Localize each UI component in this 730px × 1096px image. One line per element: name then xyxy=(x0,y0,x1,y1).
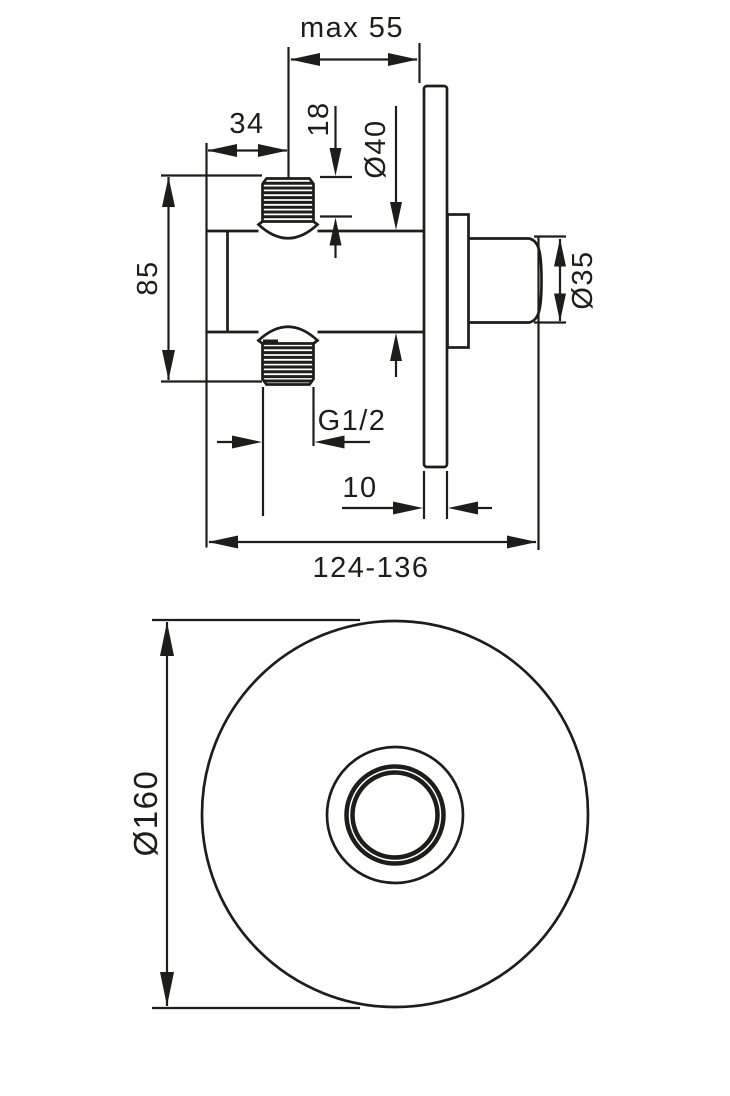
wall-plate xyxy=(422,84,449,469)
arrowhead xyxy=(258,144,288,157)
top-port-thread-ridges xyxy=(263,181,313,219)
escutcheon-flange xyxy=(446,213,470,349)
dim-label: 10 xyxy=(342,472,377,504)
arrowhead xyxy=(390,202,402,230)
top-port-thread-outline xyxy=(261,177,315,223)
dim-dia40: Ø40 xyxy=(360,106,402,377)
dim-label: 85 xyxy=(132,260,164,295)
bottom-port-thread-ridges xyxy=(263,346,313,383)
dim-34: 34 xyxy=(205,108,288,548)
arrowhead xyxy=(507,535,537,549)
arrowhead xyxy=(162,177,175,207)
arrowhead xyxy=(388,53,418,66)
dim-10: 10 xyxy=(342,471,492,519)
arrowhead xyxy=(448,501,478,515)
dim-label: Ø160 xyxy=(127,770,164,857)
arrowhead xyxy=(160,622,174,656)
arrowhead xyxy=(554,238,566,267)
arrowhead xyxy=(208,535,238,549)
face-plate-circle xyxy=(200,619,590,1009)
dim-label: 124-136 xyxy=(313,552,430,584)
dim-max-55: max 55 xyxy=(287,12,421,178)
valve-body xyxy=(206,229,424,334)
arrowhead xyxy=(390,333,402,361)
dim-label: Ø40 xyxy=(360,119,392,178)
arrowhead xyxy=(232,435,262,449)
arrowhead xyxy=(314,435,345,449)
dim-label: 34 xyxy=(229,108,264,140)
handle-ring-inner xyxy=(350,770,440,860)
dim-label: max 55 xyxy=(300,12,404,44)
arrowhead xyxy=(160,972,174,1006)
dim-label: 18 xyxy=(303,101,335,136)
arrowhead xyxy=(162,350,175,380)
dim-label: G1/2 xyxy=(318,405,387,437)
arrowhead xyxy=(329,148,342,176)
top-thread-port xyxy=(256,177,320,240)
arrowhead xyxy=(207,144,237,157)
bottom-port-thread-runout xyxy=(263,339,278,345)
arrowhead xyxy=(393,501,423,515)
top-port-dome xyxy=(256,220,320,240)
dim-85: 85 xyxy=(132,174,262,383)
dim-dia35: Ø35 xyxy=(534,235,599,324)
bottom-thread-port xyxy=(256,325,320,386)
dim-g12: G1/2 xyxy=(217,387,387,516)
handle-ring-outer xyxy=(344,764,446,866)
bottom-port-dome xyxy=(256,325,320,345)
front-view: Ø160 xyxy=(127,618,590,1010)
dim-124-136: 124-136 xyxy=(208,236,540,584)
handle-base-circle xyxy=(325,745,465,885)
arrowhead xyxy=(329,217,342,246)
handle-knob xyxy=(468,237,543,324)
bottom-port-thread-outline xyxy=(261,342,315,386)
arrowhead xyxy=(290,53,320,66)
arrowhead xyxy=(554,293,566,322)
side-view: max 55 34 18 Ø40 xyxy=(132,12,599,584)
dim-label: Ø35 xyxy=(567,250,599,309)
dim-dia160: Ø160 xyxy=(127,618,360,1010)
dim-18: 18 xyxy=(303,101,352,258)
